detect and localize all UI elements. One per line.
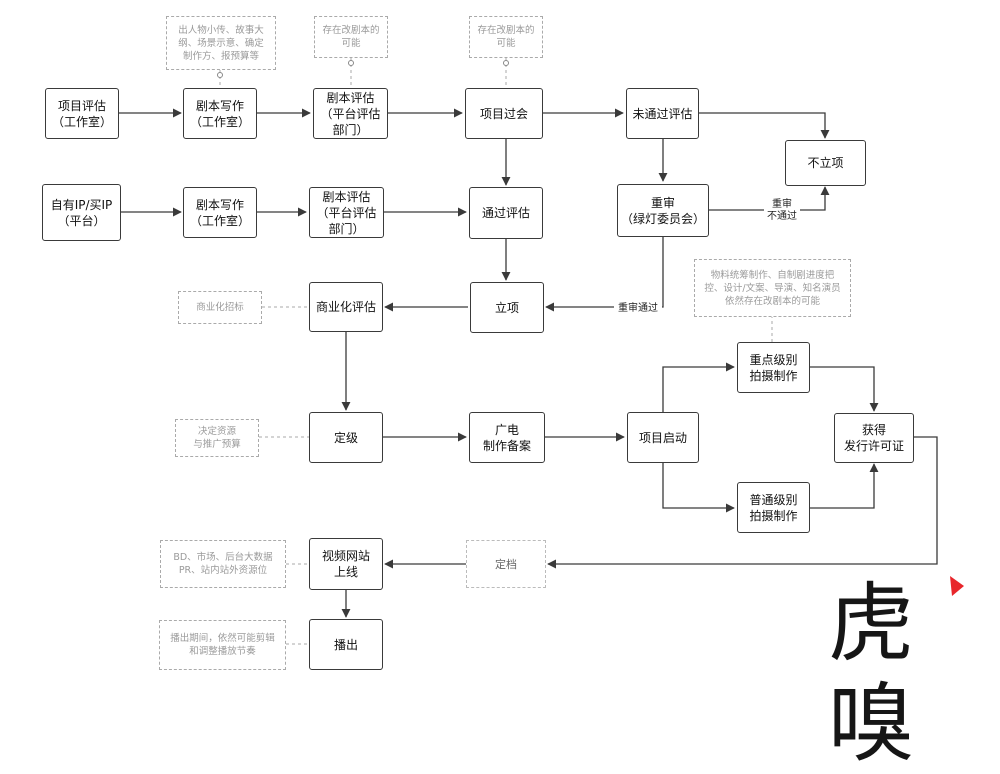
node-key-production: 重点级别 拍摄制作 bbox=[737, 342, 810, 393]
edge-label-review-pass: 重审通过 bbox=[614, 303, 662, 315]
node-script-eval-2: 剧本评估 （平台评估 部门） bbox=[309, 187, 384, 238]
node-script-eval-1: 剧本评估 （平台评估 部门） bbox=[313, 88, 388, 139]
node-label: 自有IP/买IP （平台） bbox=[50, 197, 113, 228]
node-script-writing-1: 剧本写作 （工作室） bbox=[183, 88, 257, 139]
note-script-eval: 存在改剧本的 可能 bbox=[314, 16, 388, 58]
node-online-release: 视频网站 上线 bbox=[309, 538, 383, 590]
edge-wtgpg-blx bbox=[699, 112, 830, 139]
node-label: 商业化评估 bbox=[315, 300, 376, 314]
node-project-eval: 项目评估 （工作室） bbox=[45, 88, 119, 139]
note-text: BD、市场、后台大数据 PR、站内站外资源位 bbox=[173, 552, 273, 576]
node-eval-passed: 通过评估 bbox=[469, 187, 543, 239]
node-broadcast: 播出 bbox=[309, 619, 383, 670]
node-project-start: 项目启动 bbox=[627, 412, 699, 463]
node-label: 不立项 bbox=[807, 156, 844, 170]
node-label: 项目过会 bbox=[479, 106, 528, 121]
huxiu-logo: 虎嗅 bbox=[828, 574, 988, 774]
note-materials: 物料统筹制作、自制剧进度把 控、设计/文案、导演、知名演员 依然存在改剧本的可能 bbox=[694, 259, 851, 317]
node-label: 项目启动 bbox=[638, 430, 687, 445]
node-label: 视频网站 上线 bbox=[321, 549, 370, 579]
edge-zdjb-hd bbox=[810, 366, 879, 412]
edge-cs-lx bbox=[545, 237, 664, 312]
node-eval-failed: 未通过评估 bbox=[626, 88, 699, 139]
node-script-writing-2: 剧本写作 （工作室） bbox=[183, 187, 257, 238]
node-not-approved: 不立项 bbox=[785, 140, 866, 186]
node-label: 定档 bbox=[495, 557, 517, 571]
note-resource-budget: 决定资源 与推广预算 bbox=[175, 419, 259, 457]
node-sarft-filing: 广电 制作备案 bbox=[469, 412, 545, 463]
node-label: 立项 bbox=[494, 300, 519, 315]
note-text: 播出期间，依然可能剪辑 和调整播放节奏 bbox=[170, 633, 275, 657]
node-label: 重点级别 拍摄制作 bbox=[749, 352, 798, 383]
node-normal-production: 普通级别 拍摄制作 bbox=[737, 482, 810, 533]
edge-xmqd-zdjb bbox=[662, 362, 735, 412]
note-text: 存在改剧本的 可能 bbox=[322, 25, 380, 49]
note-commercial-bid: 商业化招标 bbox=[178, 291, 262, 324]
note-text: 出人物小传、故事大 纲、场景示意、确定 制作方、报预算等 bbox=[178, 24, 264, 62]
node-re-review: 重审 （绿灯委员会） bbox=[617, 184, 709, 237]
node-label: 未通过评估 bbox=[632, 106, 693, 121]
edge-ptjb-hd bbox=[810, 463, 879, 509]
flowchart: 项目评估 （工作室） 剧本写作 （工作室） 剧本评估 （平台评估 部门） 项目过… bbox=[42, 16, 988, 774]
node-label: 重审 （绿灯委员会） bbox=[620, 195, 705, 226]
note-dot-jbpg bbox=[348, 60, 354, 66]
node-label: 剧本评估 （平台评估 部门） bbox=[316, 189, 377, 236]
node-label: 获得 发行许可证 bbox=[843, 423, 904, 453]
edge-xmqd-ptjb bbox=[662, 463, 735, 513]
node-label: 播出 bbox=[333, 637, 358, 652]
node-commercial-eval: 商业化评估 bbox=[309, 282, 383, 332]
node-label: 项目评估 （工作室） bbox=[51, 98, 112, 129]
node-label: 剧本评估 （平台评估 部门） bbox=[320, 90, 381, 137]
node-license: 获得 发行许可证 bbox=[834, 413, 914, 463]
edge-cs-blx bbox=[709, 186, 830, 211]
note-broadcast: 播出期间，依然可能剪辑 和调整播放节奏 bbox=[159, 620, 286, 670]
node-own-ip: 自有IP/买IP （平台） bbox=[42, 184, 121, 241]
node-schedule: 定档 bbox=[466, 540, 546, 588]
connector-layer bbox=[119, 58, 938, 647]
note-text: 商业化招标 bbox=[196, 302, 244, 313]
note-dot-jbxz bbox=[217, 72, 223, 78]
node-rating: 定级 bbox=[309, 412, 383, 463]
node-label: 普通级别 拍摄制作 bbox=[749, 492, 798, 523]
note-marketing: BD、市场、后台大数据 PR、站内站外资源位 bbox=[160, 540, 286, 588]
note-text: 决定资源 与推广预算 bbox=[193, 426, 241, 450]
node-approved: 立项 bbox=[470, 282, 544, 333]
logo-accent-icon bbox=[950, 576, 964, 596]
node-label: 剧本写作 （工作室） bbox=[189, 98, 250, 129]
edge-hd-dd bbox=[547, 436, 938, 569]
note-dot-xmgh bbox=[503, 60, 509, 66]
node-project-meeting: 项目过会 bbox=[465, 88, 543, 139]
node-label: 通过评估 bbox=[481, 206, 530, 220]
node-label: 定级 bbox=[333, 430, 358, 445]
node-label: 剧本写作 （工作室） bbox=[189, 197, 250, 228]
edge-label-review-reject: 重审 不通过 bbox=[764, 199, 800, 223]
note-text: 物料统筹制作、自制剧进度把 控、设计/文案、导演、知名演员 依然存在改剧本的可能 bbox=[704, 269, 841, 307]
note-project-meeting: 存在改剧本的 可能 bbox=[469, 16, 543, 58]
note-script-writing: 出人物小传、故事大 纲、场景示意、确定 制作方、报预算等 bbox=[166, 16, 276, 70]
node-label: 广电 制作备案 bbox=[482, 422, 531, 453]
note-text: 存在改剧本的 可能 bbox=[477, 25, 535, 49]
